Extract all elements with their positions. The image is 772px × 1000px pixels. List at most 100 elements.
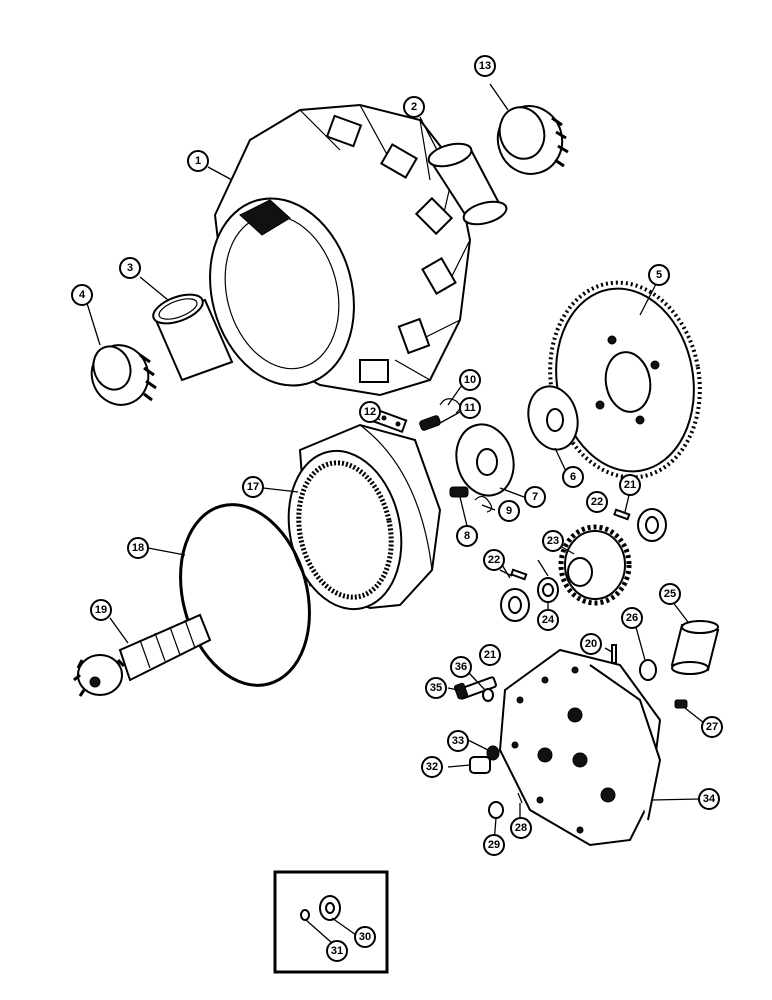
svg-text:5: 5 (656, 269, 662, 281)
callout-22b: 22 (483, 549, 505, 571)
wire-10 (439, 398, 461, 414)
hub-housing (209, 103, 472, 397)
svg-text:26: 26 (626, 612, 638, 624)
thrust-washer-21 (637, 508, 667, 542)
callout-20: 20 (580, 633, 602, 655)
callout-21: 21 (619, 474, 641, 496)
svg-text:32: 32 (426, 761, 438, 773)
callout-2: 2 (403, 96, 425, 118)
callout-35: 35 (425, 677, 447, 699)
svg-text:31: 31 (331, 945, 343, 957)
svg-text:20: 20 (585, 638, 597, 650)
callout-36: 36 (450, 656, 472, 678)
leader-lines (85, 83, 705, 944)
callout-23: 23 (542, 530, 564, 552)
callout-19: 19 (90, 599, 112, 621)
svg-text:6: 6 (570, 471, 576, 483)
drain-plug-32 (469, 756, 491, 774)
roller-bearing-13 (496, 105, 569, 175)
svg-text:22: 22 (488, 554, 500, 566)
callout-27: 27 (701, 716, 723, 738)
callout-17: 17 (242, 476, 264, 498)
svg-text:3: 3 (127, 262, 133, 274)
bearing-cup-3 (152, 293, 234, 382)
o-ring (179, 503, 311, 687)
bolt-11 (419, 415, 441, 431)
svg-text:28: 28 (515, 822, 527, 834)
svg-text:21: 21 (484, 649, 496, 661)
bull-gear (548, 280, 702, 480)
svg-text:24: 24 (542, 614, 555, 626)
svg-text:1: 1 (195, 155, 201, 167)
bolt-8 (449, 486, 469, 498)
callout-7: 7 (524, 486, 546, 508)
planet-carrier-cover (498, 648, 662, 847)
svg-text:18: 18 (132, 542, 144, 554)
callout-9: 9 (498, 500, 520, 522)
svg-text:36: 36 (455, 661, 467, 673)
svg-text:4: 4 (79, 289, 86, 301)
svg-text:35: 35 (430, 682, 442, 694)
bolt-27 (674, 699, 688, 709)
callout-12: 12 (359, 401, 381, 423)
needle-roller-22b (510, 568, 528, 581)
svg-text:9: 9 (506, 505, 512, 517)
callout-11: 11 (459, 397, 481, 419)
svg-text:7: 7 (532, 491, 538, 503)
needle-roller-22 (613, 508, 631, 521)
callout-18: 18 (127, 537, 149, 559)
roller-bearing-4 (90, 344, 157, 406)
washer-36 (482, 688, 494, 702)
callout-21b: 21 (479, 644, 501, 666)
ring-gear (287, 423, 442, 611)
svg-text:33: 33 (452, 735, 464, 747)
svg-text:10: 10 (464, 374, 476, 386)
callout-28: 28 (510, 817, 532, 839)
callout-26: 26 (621, 607, 643, 629)
washer-33 (486, 745, 500, 761)
callout-6: 6 (562, 466, 584, 488)
callout-29: 29 (483, 834, 505, 856)
svg-text:2: 2 (411, 101, 417, 113)
callout-1: 1 (187, 150, 209, 172)
svg-text:23: 23 (547, 535, 559, 547)
bearing-cup-2 (427, 142, 508, 226)
callout-34: 34 (698, 788, 720, 810)
callout-10: 10 (459, 369, 481, 391)
callout-30: 30 (354, 926, 376, 948)
svg-text:27: 27 (706, 721, 718, 733)
callout-22: 22 (586, 491, 608, 513)
svg-text:21: 21 (624, 479, 636, 491)
callout-5: 5 (648, 264, 670, 286)
wire-9 (474, 495, 493, 513)
callout-25: 25 (659, 583, 681, 605)
roll-pin-20 (611, 644, 617, 664)
svg-text:25: 25 (664, 588, 676, 600)
svg-text:22: 22 (591, 496, 603, 508)
o-ring-26 (639, 659, 657, 681)
thrust-washer-21b (500, 588, 530, 622)
svg-text:12: 12 (364, 406, 376, 418)
svg-text:8: 8 (464, 530, 470, 542)
callout-13: 13 (474, 55, 496, 77)
callout-4: 4 (71, 284, 93, 306)
bolt-35 (453, 676, 498, 700)
svg-text:30: 30 (359, 931, 371, 943)
svg-text:11: 11 (464, 402, 476, 414)
svg-text:19: 19 (95, 604, 107, 616)
svg-text:17: 17 (247, 481, 259, 493)
spacer-24 (537, 577, 559, 603)
thrust-plate-7 (455, 423, 515, 497)
svg-text:29: 29 (488, 839, 500, 851)
pin-28 (517, 792, 523, 804)
callout-24: 24 (537, 609, 559, 631)
plug-29 (488, 801, 504, 819)
thrust-plate-6 (527, 385, 579, 451)
callout-31: 31 (326, 940, 348, 962)
svg-text:13: 13 (479, 60, 491, 72)
svg-text:34: 34 (703, 793, 716, 805)
callout-33: 33 (447, 730, 469, 752)
callout-3: 3 (119, 257, 141, 279)
planet-gear (558, 524, 632, 606)
